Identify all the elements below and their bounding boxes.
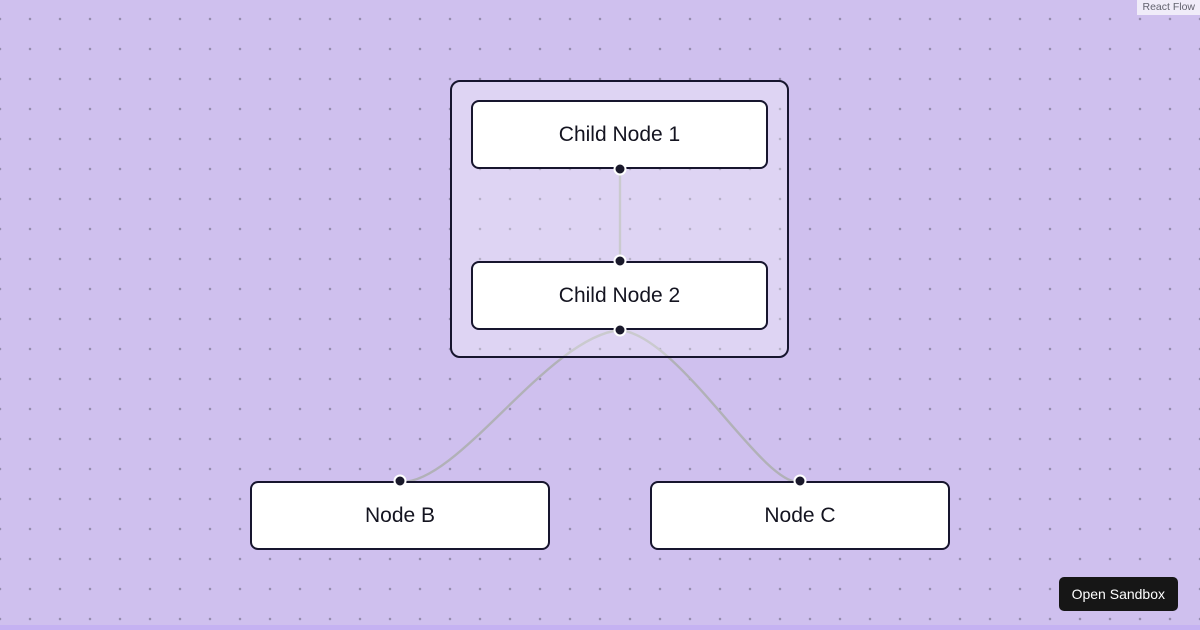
node-c-label: Node C: [764, 503, 836, 527]
open-sandbox-button[interactable]: Open Sandbox: [1058, 577, 1178, 611]
node-b-label: Node B: [364, 503, 436, 527]
node-c[interactable]: Node C: [650, 481, 950, 550]
edge-child2-nodeb[interactable]: [401, 328, 621, 484]
handle-nodec-target-top[interactable]: [793, 474, 807, 488]
handle-child2-source-bottom[interactable]: [613, 323, 627, 337]
edge-child2-nodec[interactable]: [619, 328, 799, 484]
node-child-1-label: Child Node 1: [558, 122, 681, 146]
node-child-1[interactable]: Child Node 1: [471, 100, 768, 169]
node-b[interactable]: Node B: [250, 481, 550, 550]
bottom-strip: [0, 625, 1200, 630]
node-child-2-label: Child Node 2: [558, 283, 681, 307]
handle-child1-source-bottom[interactable]: [613, 162, 627, 176]
node-child-2[interactable]: Child Node 2: [471, 261, 768, 330]
handle-child2-target-top[interactable]: [613, 254, 627, 268]
handle-nodeb-target-top[interactable]: [393, 474, 407, 488]
react-flow-attribution[interactable]: React Flow: [1137, 0, 1200, 15]
